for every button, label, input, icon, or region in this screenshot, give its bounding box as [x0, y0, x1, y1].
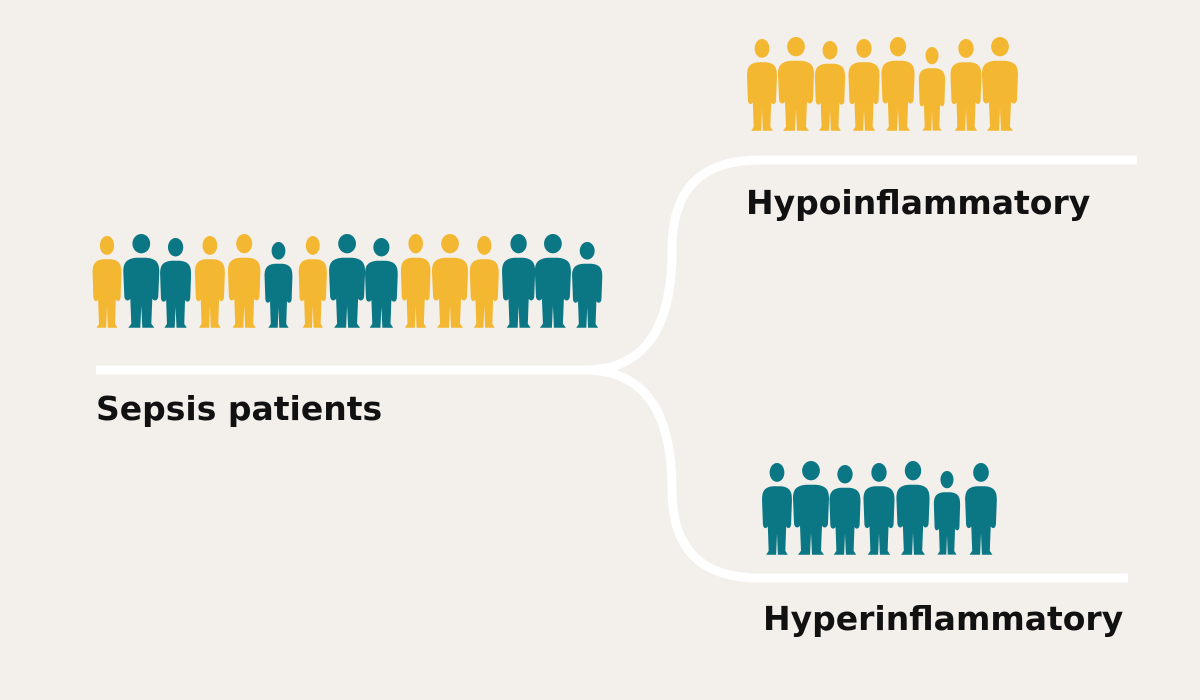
person-figure — [432, 234, 468, 328]
person-figure — [896, 461, 930, 555]
person-figure — [881, 37, 915, 131]
person-figure — [778, 37, 814, 131]
person-head-icon — [305, 236, 320, 255]
person-head-icon — [958, 39, 974, 58]
person-figure — [933, 471, 961, 555]
person-body-icon — [896, 484, 930, 555]
person-head-icon — [441, 234, 459, 254]
person-figure — [92, 236, 122, 328]
person-head-icon — [373, 238, 390, 257]
person-body-icon — [863, 486, 895, 555]
person-head-icon — [925, 47, 939, 65]
person-figure — [950, 39, 982, 131]
person-head-icon — [769, 463, 785, 482]
person-body-icon — [194, 259, 225, 328]
person-head-icon — [754, 39, 770, 58]
person-body-icon — [848, 62, 880, 131]
hyperinflammatory-label: Hyperinflammatory — [763, 599, 1124, 638]
sepsis-patients-label: Sepsis patients — [96, 389, 383, 428]
person-head-icon — [202, 236, 218, 255]
person-figure — [572, 242, 603, 328]
person-head-icon — [477, 236, 492, 255]
person-body-icon — [950, 62, 982, 131]
person-body-icon — [762, 486, 792, 555]
person-head-icon — [236, 234, 253, 254]
person-body-icon — [123, 257, 160, 328]
person-head-icon — [991, 37, 1009, 57]
person-head-icon — [99, 236, 115, 255]
person-head-icon — [338, 234, 356, 254]
person-body-icon — [778, 60, 814, 131]
person-figure — [264, 242, 293, 328]
person-body-icon — [502, 257, 536, 328]
person-figure — [160, 238, 192, 328]
person-body-icon — [534, 257, 571, 328]
person-figure — [918, 47, 946, 131]
person-body-icon — [933, 492, 961, 555]
person-head-icon — [856, 39, 872, 58]
person-body-icon — [793, 484, 829, 555]
person-figure — [747, 39, 777, 131]
person-head-icon — [167, 238, 184, 257]
person-body-icon — [814, 63, 846, 131]
hyperinflammatory-figures — [762, 461, 997, 555]
person-body-icon — [572, 263, 603, 328]
person-figure — [965, 463, 997, 555]
person-figure — [400, 234, 431, 328]
branch-line-hyper — [584, 365, 1128, 583]
person-head-icon — [408, 234, 423, 254]
person-body-icon — [264, 263, 293, 328]
person-head-icon — [510, 234, 527, 254]
person-figure — [469, 236, 499, 328]
person-figure — [298, 236, 327, 328]
person-body-icon — [160, 260, 192, 328]
person-figure — [793, 461, 829, 555]
person-body-icon — [469, 259, 499, 328]
person-figure — [814, 41, 846, 131]
person-head-icon — [271, 242, 286, 260]
person-body-icon — [92, 259, 122, 328]
person-body-icon — [881, 60, 915, 131]
person-figure — [365, 238, 398, 328]
hypoinflammatory-figures — [747, 37, 1018, 131]
person-figure — [863, 463, 895, 555]
person-figure — [848, 39, 880, 131]
person-body-icon — [329, 257, 366, 328]
person-head-icon — [904, 461, 922, 481]
person-body-icon — [432, 257, 468, 328]
hypoinflammatory-label: Hypoinflammatory — [746, 183, 1091, 222]
person-figure — [982, 37, 1018, 131]
branch-line-hypo — [96, 155, 1137, 375]
person-head-icon — [822, 41, 838, 60]
person-head-icon — [787, 37, 805, 57]
person-body-icon — [918, 68, 946, 131]
person-body-icon — [747, 62, 777, 131]
person-head-icon — [889, 37, 907, 57]
person-head-icon — [802, 461, 820, 481]
person-figure — [329, 234, 366, 328]
person-body-icon — [829, 487, 861, 555]
person-figure — [123, 234, 160, 328]
person-head-icon — [837, 465, 853, 484]
person-figure — [534, 234, 571, 328]
sepsis-patients-figures — [92, 234, 603, 328]
person-figure — [762, 463, 792, 555]
person-body-icon — [965, 486, 997, 555]
person-figure — [194, 236, 225, 328]
person-body-icon — [298, 259, 327, 328]
person-head-icon — [871, 463, 887, 482]
person-head-icon — [132, 234, 151, 254]
person-figure — [502, 234, 536, 328]
person-body-icon — [400, 257, 431, 328]
person-head-icon — [973, 463, 989, 482]
person-body-icon — [228, 257, 261, 328]
person-figure — [829, 465, 861, 555]
person-figure — [228, 234, 261, 328]
person-head-icon — [579, 242, 595, 260]
person-head-icon — [544, 234, 562, 254]
person-head-icon — [940, 471, 954, 489]
person-body-icon — [365, 260, 398, 328]
person-body-icon — [982, 60, 1018, 131]
